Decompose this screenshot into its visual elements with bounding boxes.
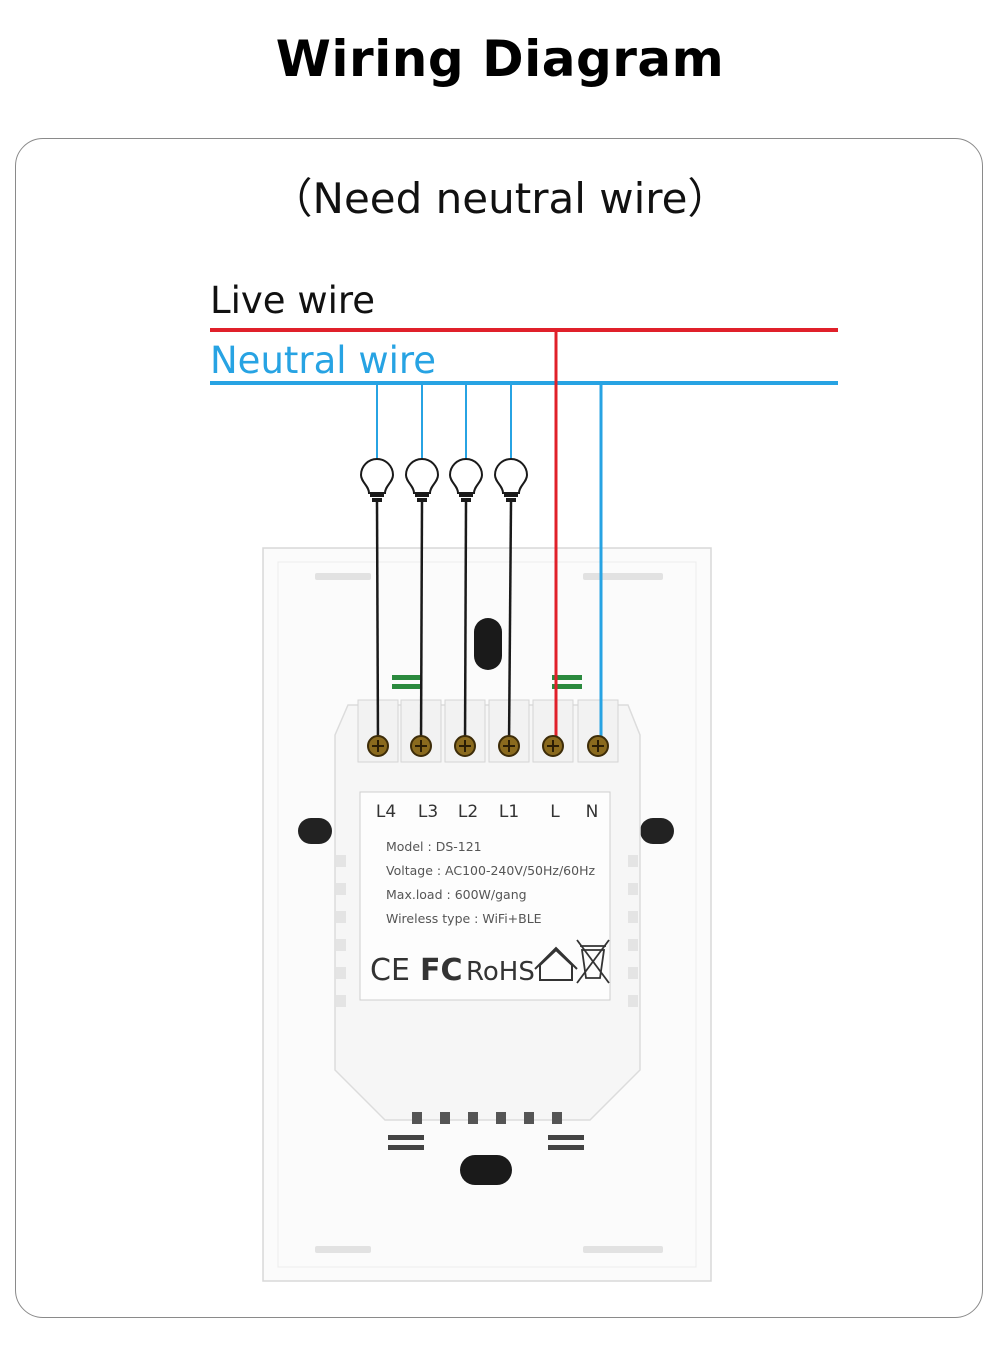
indicator-mark	[552, 675, 582, 680]
indicator-mark	[392, 684, 422, 689]
vent-mark	[388, 1145, 424, 1150]
load-wire	[375, 501, 380, 747]
side-vent	[628, 911, 638, 923]
spec-line: Max.load : 600W/gang	[386, 887, 527, 902]
plate-slot	[583, 1246, 663, 1253]
rohs-mark: RoHS	[466, 957, 535, 987]
terminal-label-l4: L4	[376, 802, 396, 822]
load-wire	[463, 501, 468, 747]
mount-hole-top	[474, 618, 502, 670]
bottom-vent	[552, 1112, 562, 1124]
bulb-base	[415, 493, 429, 497]
switch-body	[262, 547, 712, 1282]
vent-mark	[548, 1145, 584, 1150]
bulb-icon	[493, 458, 529, 494]
ce-mark: CE	[370, 953, 410, 988]
page-title: Wiring Diagram	[275, 30, 725, 88]
side-vent	[336, 967, 346, 979]
bottom-vent	[412, 1112, 422, 1124]
side-vent	[336, 911, 346, 923]
bulb-icon	[404, 458, 440, 494]
bottom-vent	[468, 1112, 478, 1124]
neutral-wire-label: Neutral wire	[210, 339, 436, 382]
plate-slot	[315, 1246, 371, 1253]
bulbs	[359, 458, 529, 502]
vent-mark	[388, 1135, 424, 1140]
side-vent	[628, 883, 638, 895]
terminal-housing	[577, 699, 619, 763]
bulb-base	[370, 493, 384, 497]
bulb-base	[506, 498, 516, 502]
side-vent	[628, 939, 638, 951]
crossed-bin-icon	[576, 939, 610, 984]
side-vent	[628, 967, 638, 979]
bottom-vent	[496, 1112, 506, 1124]
terminal-label-l: L	[550, 802, 560, 822]
switch-plate-inner	[277, 561, 697, 1268]
bulb-icon	[359, 458, 395, 494]
indicator-mark	[392, 675, 422, 680]
side-vent	[336, 883, 346, 895]
bulb-base	[461, 498, 471, 502]
plate-slot	[315, 573, 371, 580]
bulb-base	[504, 493, 518, 497]
fcc-mark: FC	[420, 953, 463, 988]
terminal-screws	[367, 735, 609, 757]
terminal-label-l3: L3	[418, 802, 438, 822]
side-vent	[336, 855, 346, 867]
certification-marks: CE FC RoHS	[370, 939, 610, 988]
terminal-label-l1: L1	[499, 802, 519, 822]
spec-line: Voltage : AC100-240V/50Hz/60Hz	[386, 863, 595, 878]
bottom-vent	[524, 1112, 534, 1124]
load-wire	[419, 501, 424, 747]
bottom-vent	[440, 1112, 450, 1124]
bulb-base	[417, 498, 427, 502]
vent-mark	[548, 1135, 584, 1140]
spec-line: Model : DS-121	[386, 839, 482, 854]
terminal-labels: L4 L3 L2 L1 L N	[376, 802, 599, 822]
mount-hole-left	[298, 818, 332, 844]
bulb-icon	[448, 458, 484, 494]
indicator-mark	[552, 684, 582, 689]
load-wire	[507, 501, 513, 747]
house-icon	[534, 946, 578, 981]
spec-label-sticker	[359, 791, 611, 1001]
live-wire-label: Live wire	[210, 279, 375, 322]
bulb-base	[459, 493, 473, 497]
mount-hole-right	[640, 818, 674, 844]
diagram-subtitle: （Need neutral wire）	[270, 174, 730, 223]
terminal-label-l2: L2	[458, 802, 478, 822]
bulb-base	[372, 498, 382, 502]
side-vent	[336, 939, 346, 951]
wires	[210, 328, 838, 747]
spec-line: Wireless type : WiFi+BLE	[386, 911, 542, 926]
side-vent	[336, 995, 346, 1007]
mount-hole-bottom	[460, 1155, 512, 1185]
side-vent	[628, 995, 638, 1007]
terminal-label-n: N	[586, 802, 599, 822]
plate-slot	[583, 573, 663, 580]
side-vent	[628, 855, 638, 867]
